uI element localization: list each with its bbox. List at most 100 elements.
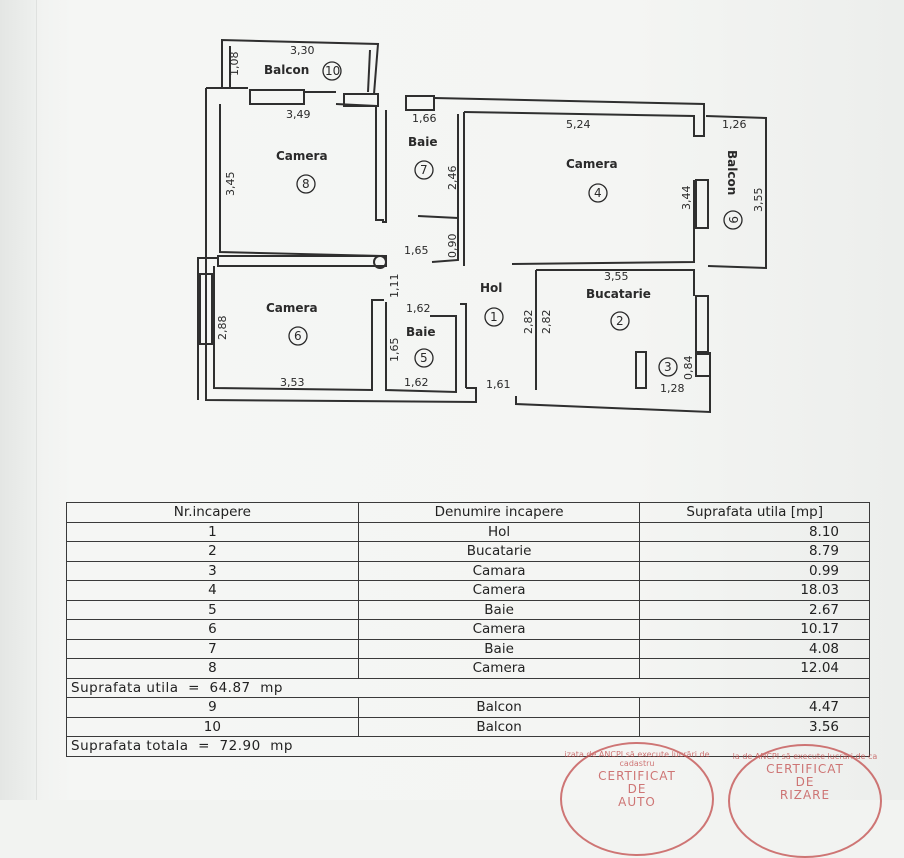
wall-camera-6	[197, 257, 218, 400]
cell-name: Balcon	[357, 716, 641, 737]
room-number: 3	[664, 360, 672, 374]
cell-name: Camera	[357, 619, 641, 640]
table-row: 1 Hol 8.10	[66, 521, 870, 542]
room-name: Balcon	[264, 63, 309, 77]
wall-baie-7-right	[431, 114, 459, 263]
cell-nr: 2	[66, 541, 359, 562]
room-number-circle	[588, 183, 608, 203]
subtotal-text: Suprafata utila = 64.87 mp	[66, 677, 870, 698]
room-number-circle	[610, 311, 630, 331]
stamp-text: CERTIFICAT	[766, 762, 844, 776]
dim-label: 0,84	[682, 356, 695, 381]
room-number-circle	[414, 348, 434, 368]
window-camera-4	[695, 179, 709, 229]
dim-label: 3,55	[604, 270, 629, 283]
cell-area: 0.99	[639, 560, 870, 581]
page-edge	[0, 0, 37, 800]
stamp-text: CERTIFICAT	[598, 769, 676, 783]
cell-area: 8.79	[639, 541, 870, 562]
wall-pillar	[373, 255, 387, 269]
surface-table: Nr.incapere Denumire incapere Suprafata …	[66, 502, 870, 757]
cell-area: 4.08	[639, 638, 870, 659]
table-row: 9 Balcon 4.47	[66, 697, 870, 718]
table-row: 8 Camera 12.04	[66, 658, 870, 679]
window-camera-8	[249, 89, 305, 105]
dim-label: 3,44	[680, 186, 693, 211]
cell-name: Balcon	[357, 697, 641, 718]
room-number-circle	[484, 307, 504, 327]
cell-nr: 7	[66, 638, 359, 659]
cell-nr: 9	[66, 697, 359, 718]
dim-label: 1,26	[722, 118, 747, 131]
dim-label: 1,62	[406, 302, 431, 315]
wall-camera-8	[219, 104, 385, 257]
table-row: 5 Baie 2.67	[66, 599, 870, 620]
room-name: Balcon	[725, 150, 739, 195]
dim-label: 5,24	[566, 118, 591, 131]
cell-name: Hol	[357, 521, 641, 542]
stamp-ring-text: izata de ANCPI să execute lucrări de cad…	[564, 750, 710, 768]
room-name: Camera	[276, 149, 328, 163]
stamp-ring-text: la de ANCPI să execute lucrări de ca	[732, 752, 878, 761]
wall-balcon-9	[705, 115, 767, 270]
cell-nr: 1	[66, 521, 359, 542]
stamp-text: RIZARE	[779, 788, 831, 802]
room-name: Hol	[480, 281, 502, 295]
dim-label: 2,46	[446, 166, 459, 191]
floor-plan: 3,30 1,08 3,49 1,66 5,24 1,26 3,45 2,46 …	[197, 38, 767, 414]
dim-label: 0,90	[446, 234, 459, 259]
cell-name: Bucatarie	[357, 541, 641, 562]
room-number: 8	[302, 177, 310, 191]
official-stamp: la de ANCPI să execute lucrări de ca CER…	[728, 744, 882, 858]
room-number: 6	[294, 329, 302, 343]
wall-camera-4-right	[511, 180, 695, 265]
table-row: 10 Balcon 3.56	[66, 716, 870, 737]
table-row: 3 Camara 0.99	[66, 560, 870, 581]
cell-nr: 10	[66, 716, 359, 737]
wall-baie-5-right	[460, 303, 467, 388]
room-number-circle	[296, 174, 316, 194]
room-name: Baie	[406, 325, 436, 339]
cell-area: 4.47	[639, 697, 870, 718]
dim-label: 1,28	[660, 382, 685, 395]
cell-nr: 6	[66, 619, 359, 640]
room-number-circle	[658, 357, 678, 377]
header-area: Suprafata utila [mp]	[639, 502, 870, 523]
cell-area: 18.03	[639, 580, 870, 601]
window-bucatarie	[695, 295, 709, 353]
stamp-text: AUTO	[618, 795, 656, 809]
window-camera-6	[199, 273, 213, 345]
wall-baie-7-bottom	[417, 215, 459, 219]
room-number: 10	[325, 64, 340, 78]
cell-area: 3.56	[639, 716, 870, 737]
window-baie-7	[405, 95, 435, 111]
room-number: 1	[490, 310, 498, 324]
wall-outer-left-top	[205, 88, 477, 404]
room-number: 7	[420, 163, 428, 177]
dim-label: 1,11	[388, 274, 401, 299]
cell-nr: 4	[66, 580, 359, 601]
wall-camera-8-right	[335, 103, 384, 221]
cell-nr: 3	[66, 560, 359, 581]
room-number-circle	[322, 61, 342, 81]
room-name: Camera	[266, 301, 318, 315]
cell-nr: 5	[66, 599, 359, 620]
stamp-text: DE	[795, 775, 815, 789]
wall-corridor	[217, 255, 387, 267]
dim-label: 1,65	[388, 338, 401, 363]
room-number-circle	[723, 210, 743, 230]
cell-name: Camera	[357, 658, 641, 679]
header-nr: Nr.incapere	[66, 502, 359, 523]
dim-label: 1,08	[228, 52, 241, 77]
table-header-row: Nr.incapere Denumire incapere Suprafata …	[66, 502, 870, 523]
wall-bucatarie	[536, 269, 695, 296]
dim-label: 3,49	[286, 108, 311, 121]
window-camara	[695, 353, 711, 377]
dim-label: 3,55	[752, 188, 765, 213]
cell-area: 8.10	[639, 521, 870, 542]
room-name: Baie	[408, 135, 438, 149]
header-name: Denumire incapere	[357, 502, 641, 523]
cell-name: Camara	[357, 560, 641, 581]
wall-camera-6-inner	[213, 266, 384, 392]
dim-label: 1,65	[404, 244, 429, 257]
